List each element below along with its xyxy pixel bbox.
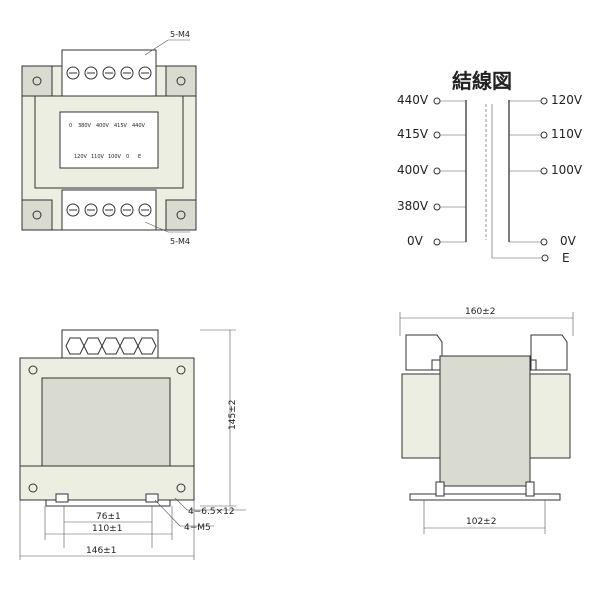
wiring-title: 結線図 <box>452 69 512 93</box>
plate-110: 110V <box>91 154 105 160</box>
primary-0v: 0V <box>407 234 424 248</box>
bottom-terminals <box>66 203 152 217</box>
secondary-0v: 0V <box>560 234 577 248</box>
top-view: 0 380V 400V 415V 440V 120V 110V 100V 0 E… <box>21 30 197 246</box>
secondary-110: 110V <box>551 127 583 141</box>
primary-380: 380V <box>397 199 429 213</box>
top-terminals <box>66 66 152 80</box>
wiring-diagram: 結線図 440V 415V 400V 380V 0V E 120V <box>397 69 583 265</box>
side-view: 160±2 102±2 <box>399 307 574 534</box>
plate-0: 0 <box>69 123 72 129</box>
name-plate <box>59 111 159 169</box>
earth-label: E <box>562 251 570 265</box>
secondary-100: 100V <box>551 163 583 177</box>
plate-e: E <box>138 154 141 160</box>
dim-width: 160±2 <box>465 307 495 317</box>
plate-0b: 0 <box>126 154 129 160</box>
callout-top: 5-M4 <box>170 30 190 39</box>
dim-146: 146±1 <box>86 546 116 556</box>
dim-110: 110±1 <box>92 524 122 534</box>
plate-120: 120V <box>74 154 88 160</box>
dim-slot: 4−6.5×12 <box>188 507 235 517</box>
primary-440: 440V <box>397 93 429 107</box>
plate-400: 400V <box>96 123 110 129</box>
dim-76: 76±1 <box>96 512 121 522</box>
secondary-120: 120V <box>551 93 583 107</box>
plate-380: 380V <box>78 123 92 129</box>
plate-415: 415V <box>114 123 128 129</box>
plate-100: 100V <box>108 154 122 160</box>
dim-screw: 4−M5 <box>184 523 211 533</box>
plate-440: 440V <box>132 123 146 129</box>
dim-base: 102±2 <box>466 517 496 527</box>
dim-height: 145±2 <box>228 400 238 430</box>
primary-415: 415V <box>397 127 429 141</box>
front-view: 145±2 4−6.5×12 4−M5 76±1 110±1 146±1 <box>19 329 246 560</box>
callout-bottom: 5-M4 <box>170 237 190 246</box>
primary-400: 400V <box>397 163 429 177</box>
